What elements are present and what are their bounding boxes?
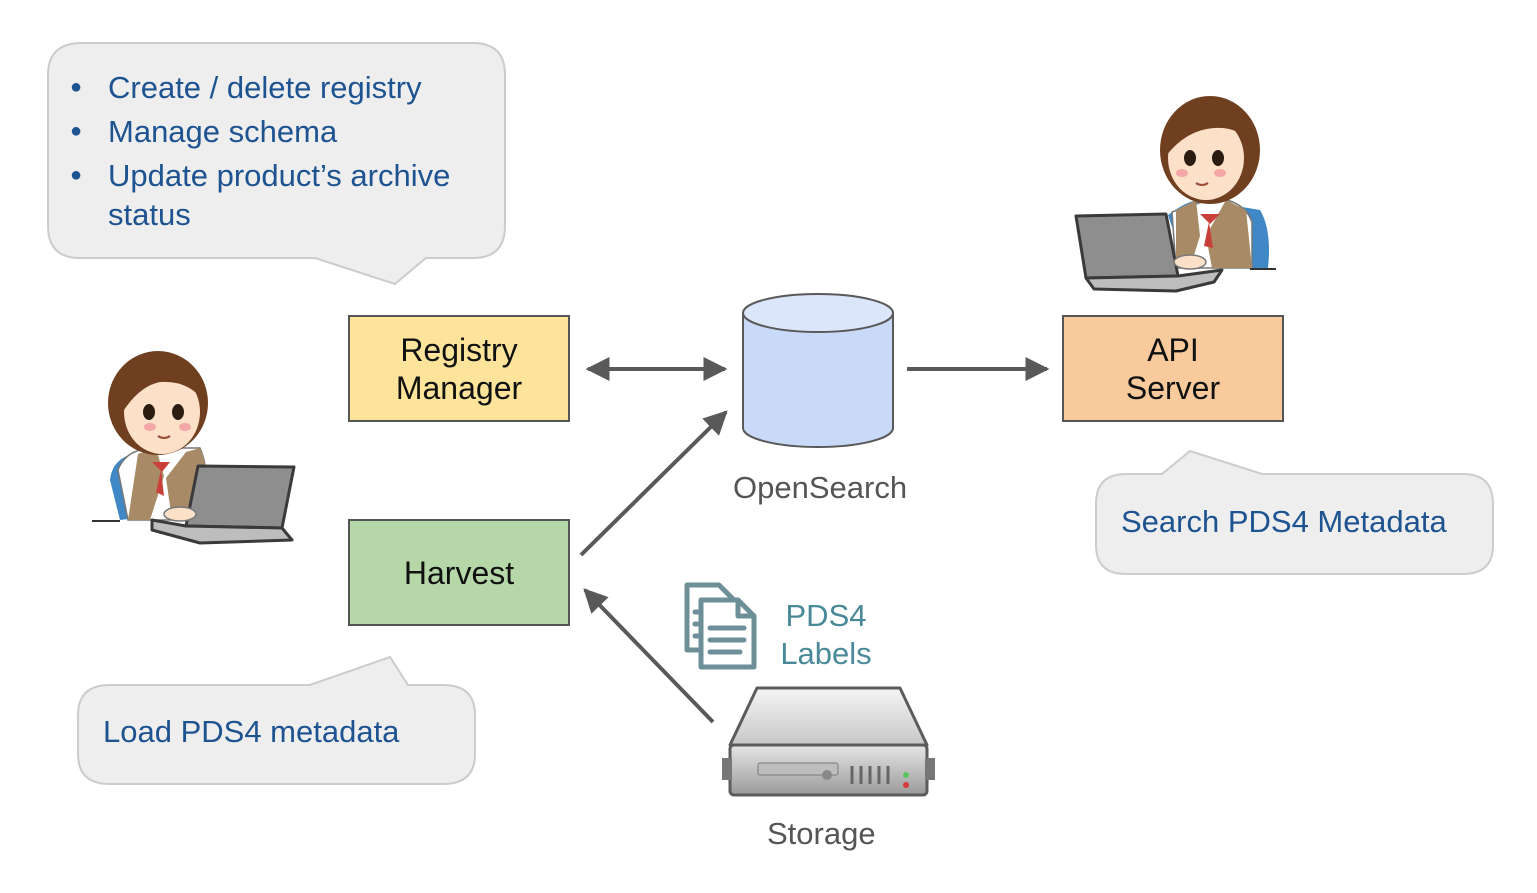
storage-label: Storage (767, 816, 876, 851)
bubble-search-metadata (1095, 449, 1494, 575)
api-server-label-line2: Server (1125, 369, 1221, 406)
api-server-box: API Server (1062, 315, 1284, 422)
pds4-labels-label: PDS4 Labels (770, 597, 882, 673)
harvest-label: Harvest (403, 554, 515, 591)
opensearch-label: OpenSearch (733, 470, 908, 505)
registry-manager-label-line1: Registry (400, 331, 518, 368)
pds4-labels-line2: Labels (780, 636, 872, 671)
server-icon (722, 686, 935, 797)
arrow-storage-harvest (583, 588, 715, 724)
task-item: Create / delete registry (68, 68, 450, 107)
documents-icon (684, 582, 757, 670)
search-metadata-text: Search PDS4 Metadata (1121, 504, 1447, 539)
harvest-box: Harvest (348, 519, 570, 626)
task-item-continuation: status (108, 197, 191, 232)
woman-with-laptop-icon (92, 351, 296, 545)
database-cylinder-icon (742, 293, 894, 448)
registry-tasks-list: Create / delete registry Manage schema U… (68, 68, 450, 200)
task-item: Update product’s archive (68, 156, 450, 195)
registry-manager-label-line2: Manager (395, 369, 523, 406)
pds4-labels-line1: PDS4 (785, 598, 867, 633)
task-item: Manage schema (68, 112, 450, 151)
load-metadata-text: Load PDS4 metadata (103, 714, 400, 749)
registry-manager-box: Registry Manager (348, 315, 570, 422)
api-server-label-line1: API (1147, 331, 1199, 368)
arrow-harvest-opensearch (579, 410, 728, 557)
woman-with-laptop-icon (1074, 96, 1276, 293)
bubble-load-metadata (77, 655, 476, 785)
